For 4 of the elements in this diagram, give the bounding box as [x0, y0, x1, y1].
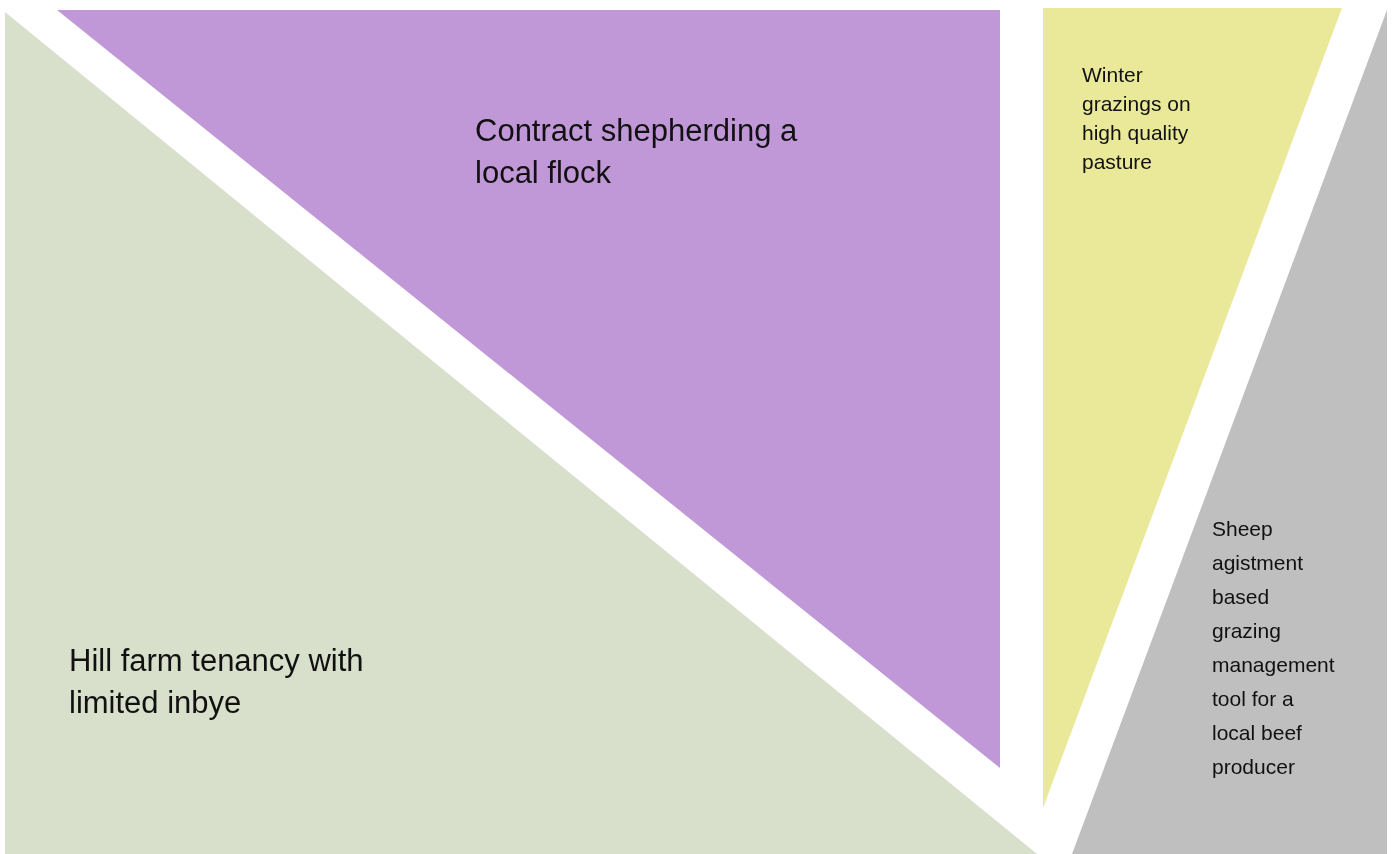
region-label: Contract shepherding a local flock	[475, 112, 799, 192]
region-label: Sheep agistment based grazing management tool for a local beef producer	[1212, 516, 1336, 780]
region-label: Winter grazings on high quality pasture	[1082, 62, 1192, 175]
region-label: Hill farm tenancy with limited inbye	[69, 642, 365, 722]
